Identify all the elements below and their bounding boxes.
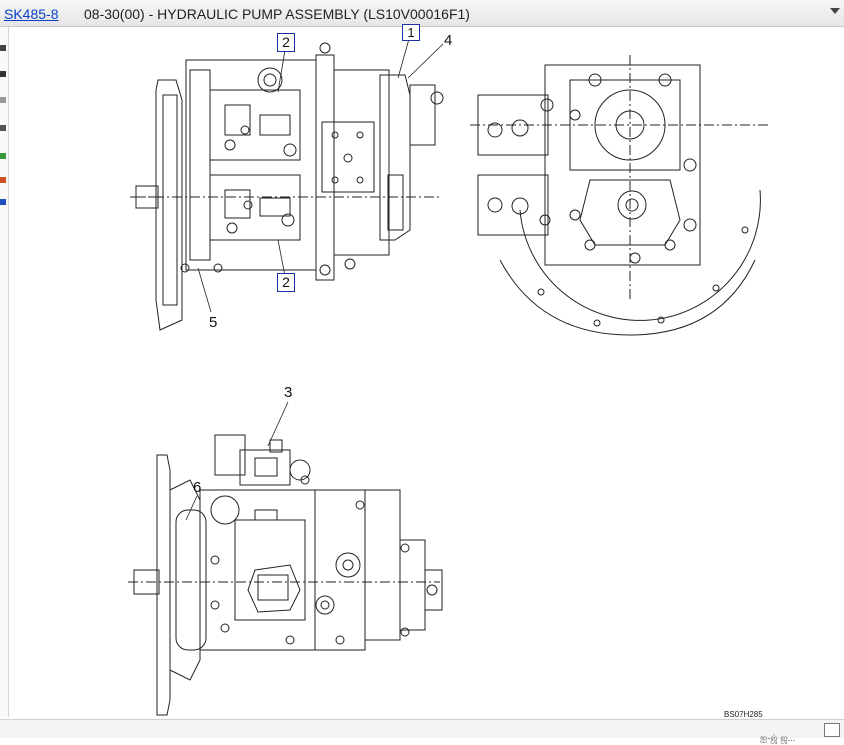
page-title: 08-30(00) - HYDRAULIC PUMP ASSEMBLY (LS1… (84, 6, 470, 22)
callout-2-top[interactable]: 2 (277, 33, 295, 52)
pump-assembly-drawing (128, 38, 770, 716)
callout-4[interactable]: 4 (444, 32, 453, 49)
toolbar-icon-4[interactable] (0, 125, 6, 131)
window-icon[interactable] (824, 723, 840, 737)
tool-strip (0, 27, 9, 717)
end-view-drawing (470, 55, 770, 336)
callout-5[interactable]: 5 (209, 314, 218, 331)
status-text: ஐ-ஜ் ஜ... (760, 733, 796, 743)
callout-6[interactable]: 6 (193, 479, 202, 496)
callout-label: 1 (407, 25, 415, 40)
top-view-drawing (128, 434, 443, 716)
toolbar-icon-3[interactable] (0, 97, 6, 103)
callout-3[interactable]: 3 (284, 384, 293, 401)
header-bar: SK485-8 08-30(00) - HYDRAULIC PUMP ASSEM… (0, 0, 844, 27)
toolbar-icon-7[interactable] (0, 199, 6, 205)
leader-lines (185, 38, 444, 521)
callout-2-bottom[interactable]: 2 (277, 273, 295, 292)
callout-label: 2 (282, 274, 290, 290)
toolbar-icon-2[interactable] (0, 71, 6, 77)
toolbar-icon-1[interactable] (0, 45, 6, 51)
model-link[interactable]: SK485-8 (4, 6, 59, 22)
callout-1[interactable]: 1 (402, 24, 420, 41)
figure-code: BS07H285 (724, 710, 763, 719)
status-bar: ஐ-ஜ் ஜ... (0, 719, 844, 743)
callout-label: 2 (282, 34, 290, 50)
toolbar-icon-6[interactable] (0, 177, 6, 183)
side-view-drawing (130, 42, 444, 331)
toolbar-icon-5[interactable] (0, 153, 6, 159)
chevron-down-icon[interactable] (830, 8, 840, 14)
